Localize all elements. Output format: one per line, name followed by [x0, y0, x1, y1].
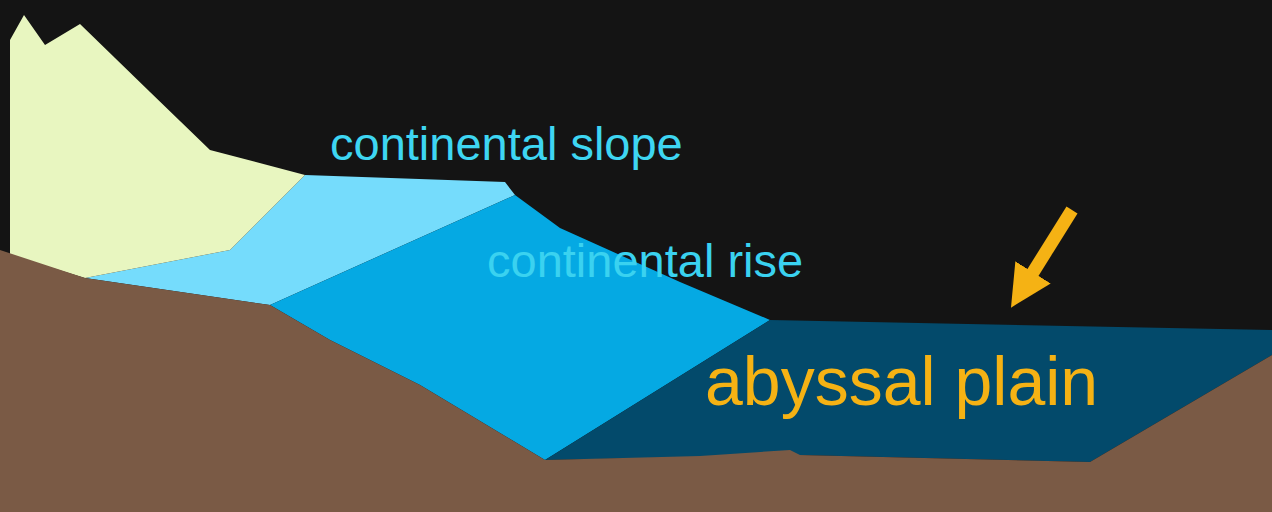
pointer-arrow — [1022, 210, 1072, 290]
highlight-label: abyssal plain — [705, 347, 1098, 415]
land-mass — [10, 15, 305, 278]
region-label: continental rise — [487, 237, 803, 284]
seabed-crust — [0, 250, 1272, 512]
region-label: continental slope — [330, 120, 683, 167]
